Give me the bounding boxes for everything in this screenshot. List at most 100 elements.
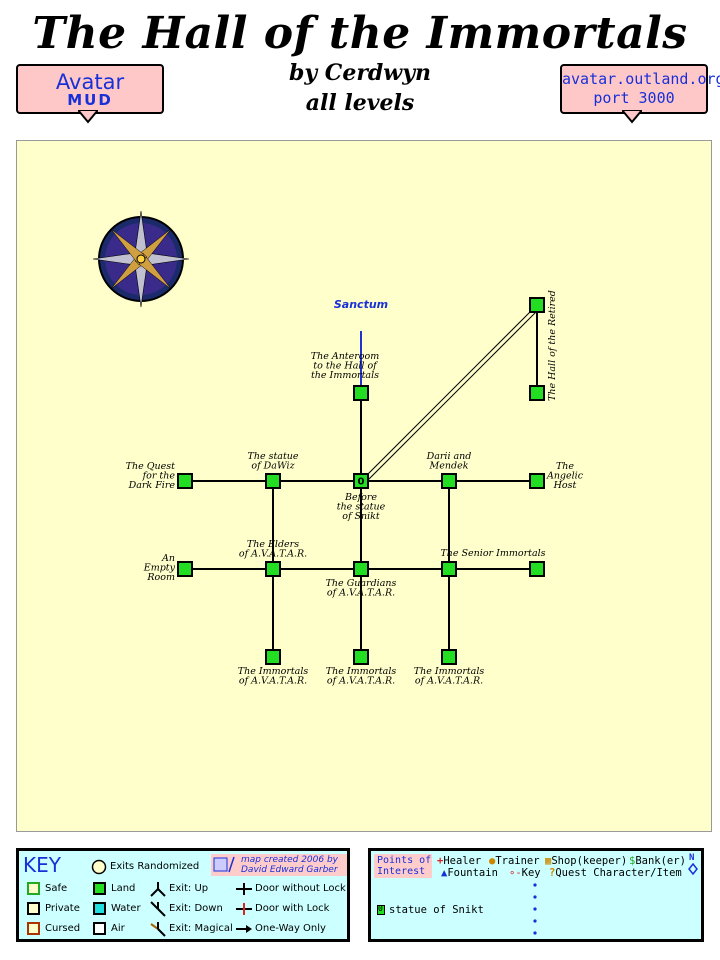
room-poi-marker: 0 (358, 477, 365, 488)
one-way-label: One-Way Only (255, 923, 326, 934)
poi-item-marker: 0 (378, 904, 383, 913)
water-swatch (93, 902, 106, 915)
points-of-interest: Points of Interest +Healer ●Trainer ▦Sho… (368, 848, 704, 942)
exit-up-label: Exit: Up (169, 883, 209, 894)
room-r13[interactable] (353, 649, 369, 665)
room-r8[interactable] (353, 561, 369, 577)
door-no-lock-label: Door without Lock (255, 883, 346, 894)
room-r1[interactable] (353, 385, 369, 401)
exit-up-icon (150, 882, 166, 897)
trainer-icon: ● (489, 855, 496, 867)
door-lock-icon (236, 903, 252, 915)
air-swatch (93, 922, 106, 935)
room-r4[interactable] (441, 473, 457, 489)
quest-label: Quest Character/Item (555, 867, 682, 879)
healer-label: Healer (443, 855, 482, 867)
room-r16[interactable] (529, 385, 545, 401)
fountain-label: Fountain (447, 867, 498, 879)
room-r11[interactable] (177, 561, 193, 577)
key-icon: ∘- (509, 867, 522, 879)
compass-rose-icon (92, 210, 190, 308)
credit-line-2: David Edward Garber (241, 865, 338, 875)
fountain-icon: ▲ (441, 867, 448, 879)
logo-top: Avatar (55, 70, 125, 94)
exit-magical-icon (150, 922, 166, 937)
key-label: Key (521, 867, 541, 879)
logo-bottom: MUD (67, 91, 113, 109)
diagonal-connection (362, 306, 536, 480)
one-way-arrow-icon (236, 925, 252, 933)
room-r12[interactable] (265, 649, 281, 665)
land-swatch (93, 882, 106, 895)
quest-icon: ? (549, 867, 556, 879)
room-label: The Senior Immortals (440, 548, 545, 559)
safe-swatch (27, 882, 40, 895)
server-address: avatar.outland.org port 3000 (560, 64, 720, 114)
private-label: Private (45, 903, 80, 914)
bank-label: Bank(er) (635, 855, 686, 867)
healer-icon: + (437, 855, 444, 867)
poi-item-text: statue of Snikt (389, 904, 484, 916)
shop-label: Shop(keeper) (551, 855, 628, 867)
poi-title-2: Interest (377, 866, 426, 877)
credit-line-1: map created 2006 by (241, 855, 339, 865)
host: avatar.outland.org (562, 70, 720, 88)
credit-box: map created 2006 by David Edward Garber (211, 854, 347, 876)
avatar-mud-logo: Avatar MUD (16, 64, 164, 114)
exit-magical-label: Exit: Magical (169, 923, 233, 934)
page-title: The Hall of the Immortals (32, 8, 688, 59)
poi-column-divider (533, 883, 537, 935)
room-r15[interactable] (529, 297, 545, 313)
cursed-swatch (27, 922, 40, 935)
safe-label: Safe (45, 883, 68, 894)
room-label: The Hall of the Retired (547, 290, 558, 401)
room-r10[interactable] (529, 561, 545, 577)
scroll-pen-icon (213, 856, 235, 873)
author: by Cerdwyn (288, 60, 432, 86)
door-no-lock-icon (236, 883, 252, 895)
door-lock-label: Door with Lock (255, 903, 330, 914)
shop-icon: ▦ (545, 855, 552, 867)
exit-down-label: Exit: Down (169, 903, 223, 914)
room-r9[interactable] (441, 561, 457, 577)
poi-title-box: Points of Interest (374, 854, 432, 878)
trainer-label: Trainer (495, 855, 540, 867)
land-label: Land (111, 883, 136, 894)
exits-randomized-icon (91, 859, 107, 875)
north-diamond-icon (688, 863, 698, 875)
poi-title-1: Points of (377, 855, 432, 866)
room-r7[interactable] (265, 561, 281, 577)
sanctum-exit-label: Sanctum (334, 298, 388, 311)
map-key: KEY Exits Randomized map created 2006 by… (16, 848, 350, 942)
port: port 3000 (593, 89, 675, 107)
banner-tail-icon (78, 110, 98, 124)
cursed-label: Cursed (45, 923, 81, 934)
north-label: N (689, 853, 695, 863)
key-title: KEY (23, 853, 61, 877)
room-r3[interactable] (353, 473, 369, 489)
room-r2[interactable] (265, 473, 281, 489)
bank-icon: $ (629, 855, 636, 867)
poi-marker-swatch (377, 905, 385, 915)
exit-down-icon (150, 901, 166, 917)
levels: all levels (305, 90, 415, 116)
room-r6[interactable] (177, 473, 193, 489)
diagonal-connection (365, 309, 539, 483)
room-r14[interactable] (441, 649, 457, 665)
private-swatch (27, 902, 40, 915)
banner-tail-icon (622, 110, 642, 124)
room-r5[interactable] (529, 473, 545, 489)
